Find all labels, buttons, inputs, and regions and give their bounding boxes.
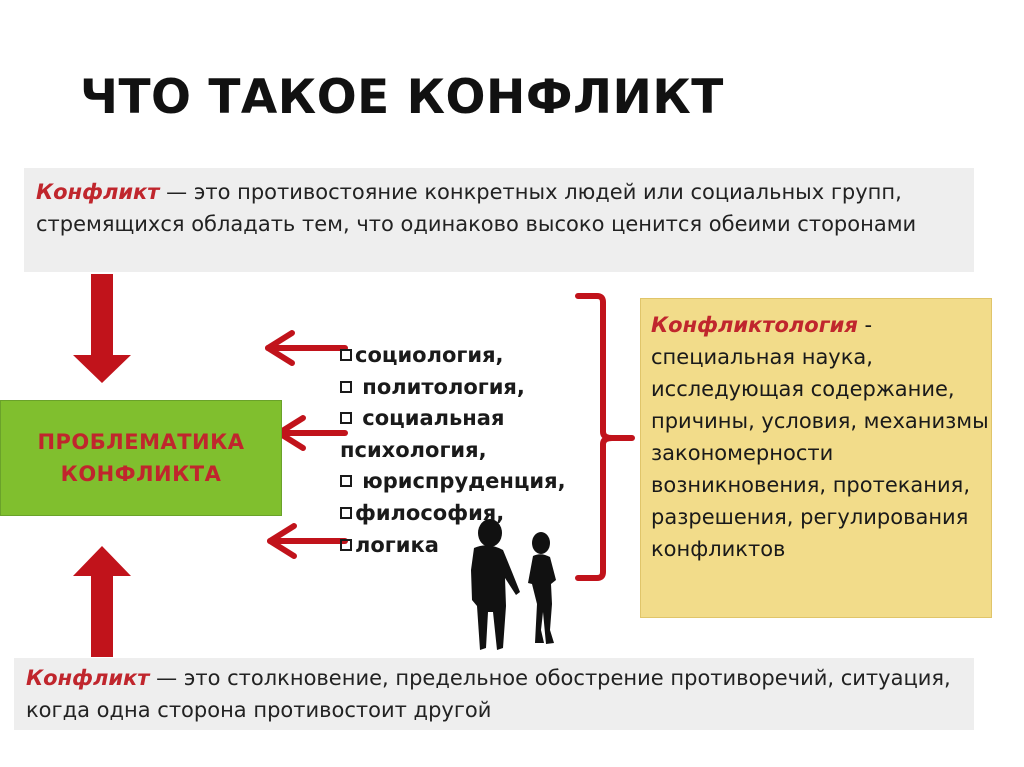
arrow-left-2 [276,415,348,451]
list-item: социальная [340,403,566,435]
arrow-left-1 [265,330,348,366]
checkbox-icon [340,412,352,425]
arrow-up [73,546,131,657]
definition-top: Конфликт — это противостояние конкретных… [24,168,974,272]
list-item: философия, [340,498,566,530]
checkbox-icon [340,380,352,393]
conflictology-text: - специальная наука, исследующая содержа… [651,313,989,561]
checkbox-icon [340,538,352,551]
list-item: социология, [340,340,566,372]
definition-bottom-term: Конфликт [26,666,150,690]
curly-bracket [575,293,635,581]
conflictology-term: Конфликтология [651,313,858,337]
checkbox-icon [340,506,352,519]
checkbox-icon [340,475,352,488]
arrow-left-3 [267,523,348,559]
problem-box: ПРОБЛЕМАТИКА КОНФЛИКТА [0,400,282,516]
definition-bottom: Конфликт — это столкновение, предельное … [14,658,974,730]
arrow-down [73,274,131,383]
list-item: юриспруденция, [340,466,566,498]
definition-bottom-text: — это столкновение, предельное обострени… [26,666,951,722]
problem-box-label: ПРОБЛЕМАТИКА КОНФЛИКТА [37,430,245,486]
list-item: политология, [340,372,566,404]
page-title: ЧТО ТАКОЕ КОНФЛИКТ [80,70,724,125]
list-item: логика [340,530,566,562]
checkbox-icon [340,349,352,361]
definition-top-term: Конфликт [36,180,160,204]
sciences-list: социология, политология, социальная псих… [340,340,566,561]
definition-top-text: — это противостояние конкретных людей ил… [36,180,917,236]
people-silhouette-icon [471,519,556,650]
conflictology-box: Конфликтология - специальная наука, иссл… [640,298,992,618]
list-item-continuation: психология, [340,437,487,462]
